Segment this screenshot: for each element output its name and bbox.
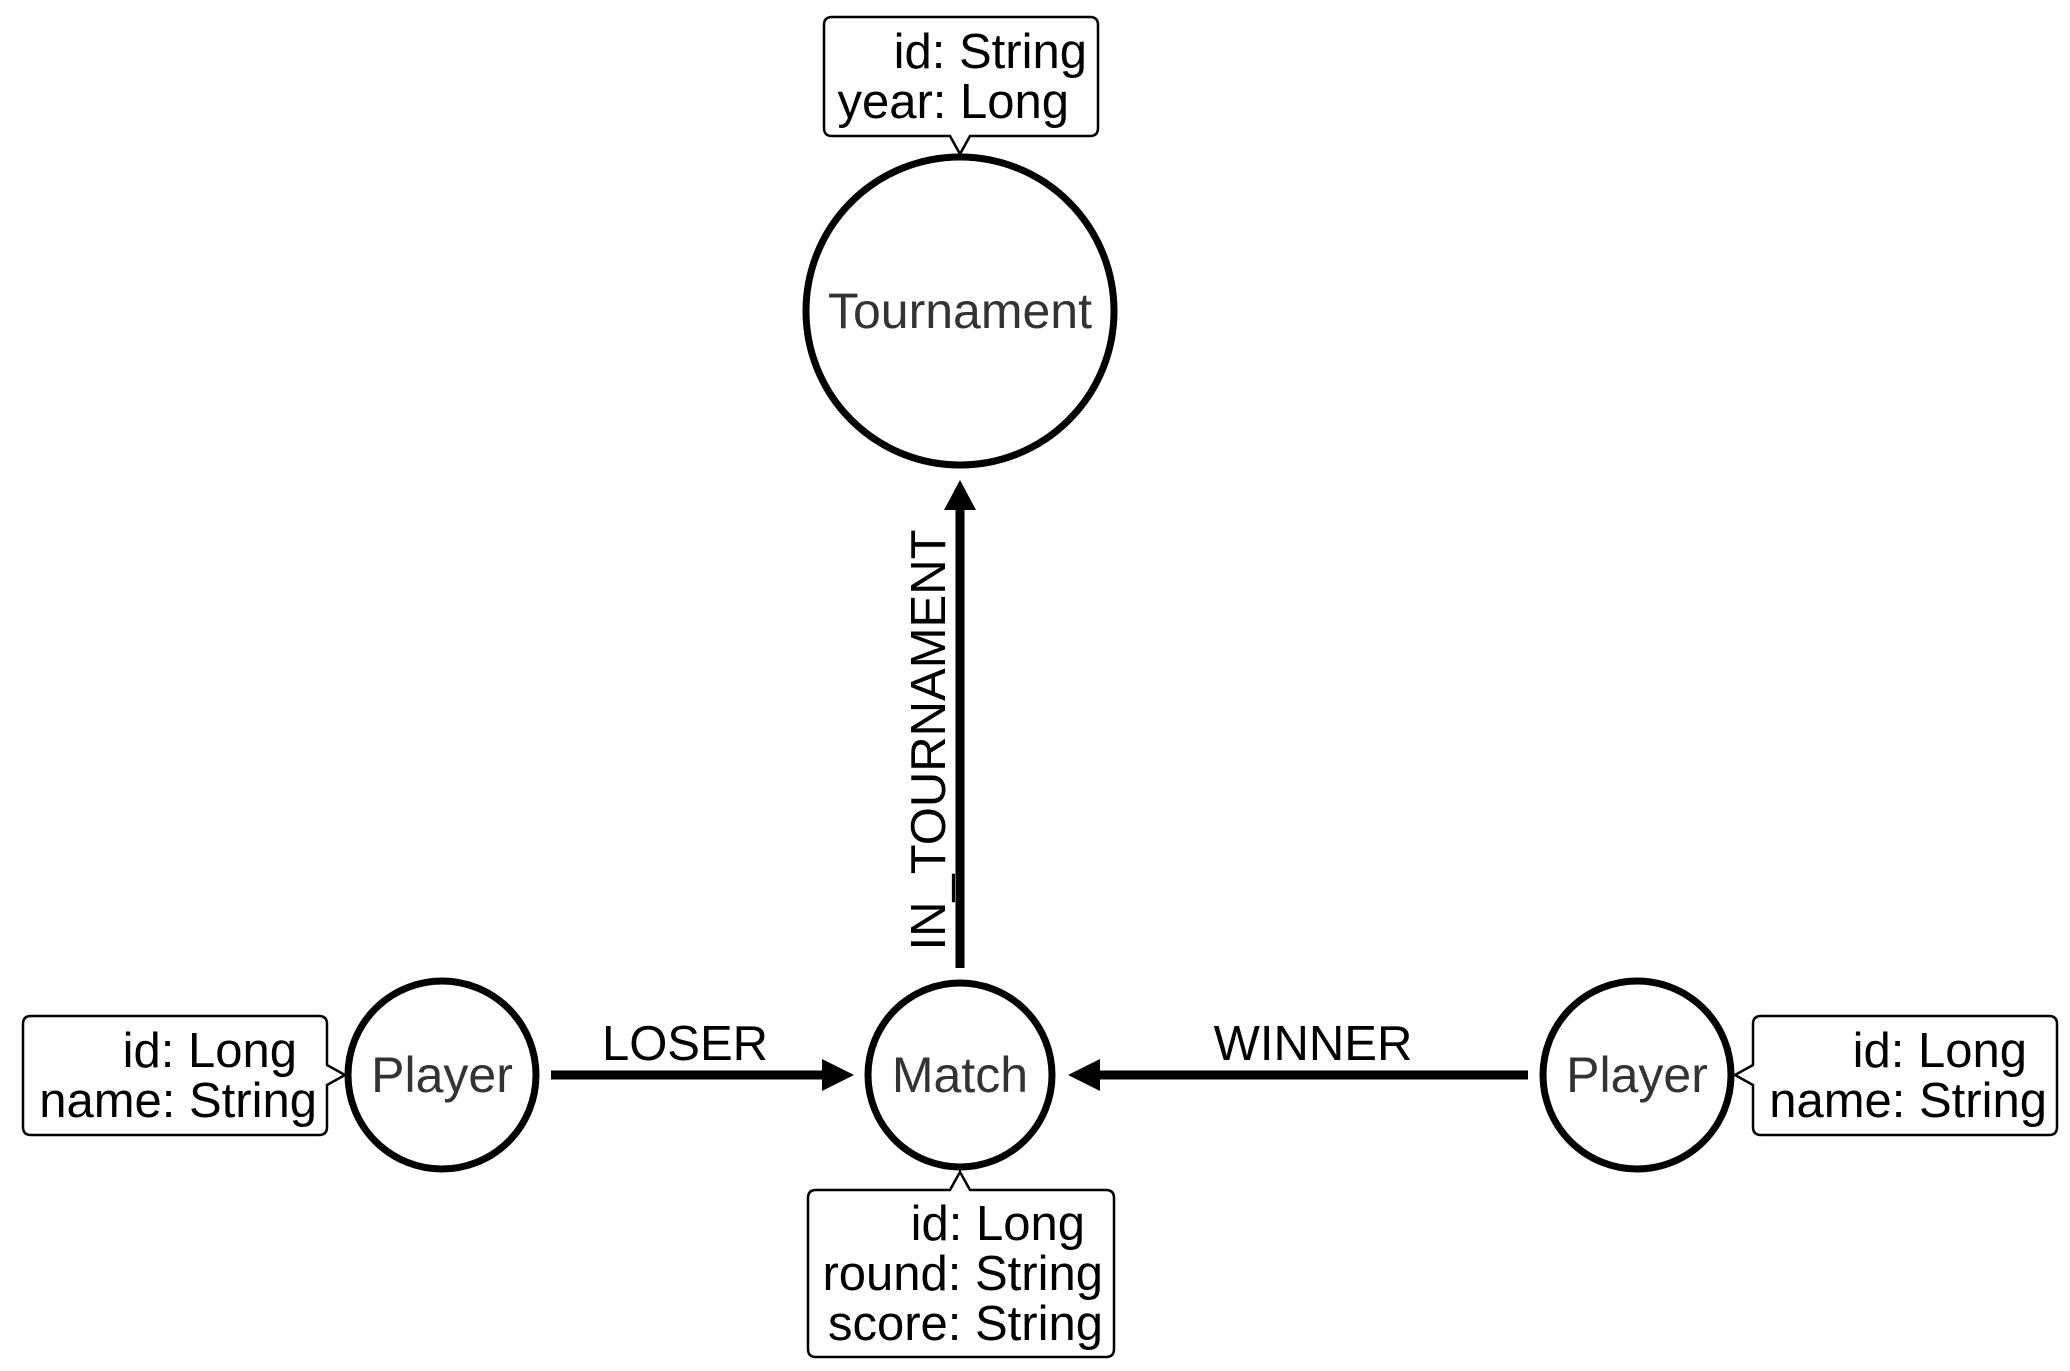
- match-properties-box: [806, 1169, 1116, 1359]
- edge-winner-label: WINNER: [1214, 1017, 1413, 1071]
- player-right-property-name: name: String: [1769, 1074, 2047, 1128]
- node-match[interactable]: Match: [864, 979, 1056, 1171]
- node-player-left[interactable]: Player: [344, 977, 540, 1173]
- player-left-properties-callout: id: Long name: String: [21, 1014, 348, 1137]
- match-property-round: round: String: [822, 1247, 1103, 1301]
- tournament-properties-box: [822, 15, 1100, 157]
- node-player-right[interactable]: Player: [1539, 977, 1735, 1173]
- tournament-property-id: id: String: [894, 25, 1087, 79]
- player-left-properties-box: [21, 1014, 348, 1137]
- edge-loser[interactable]: LOSER: [551, 1017, 854, 1091]
- node-player-right-circle: [1539, 977, 1735, 1173]
- player-left-property-id: id: Long: [123, 1024, 297, 1078]
- match-properties-callout: id: Long round: String score: String: [806, 1169, 1116, 1359]
- edge-in-tournament[interactable]: IN_TOURNAMENT: [902, 480, 976, 968]
- edge-loser-arrowhead: [822, 1059, 854, 1091]
- edge-loser-label: LOSER: [602, 1017, 768, 1071]
- player-left-property-name: name: String: [39, 1074, 317, 1128]
- node-tournament[interactable]: Tournament: [802, 153, 1118, 469]
- node-tournament-label: Tournament: [828, 283, 1092, 339]
- player-right-property-id: id: Long: [1853, 1024, 2027, 1078]
- edge-winner[interactable]: WINNER: [1068, 1017, 1528, 1091]
- match-property-id: id: Long: [911, 1197, 1085, 1251]
- tournament-properties-callout: id: String year: Long: [822, 15, 1100, 157]
- node-player-left-circle: [344, 977, 540, 1173]
- node-match-label: Match: [892, 1047, 1028, 1103]
- player-right-properties-callout: id: Long name: String: [1732, 1014, 2059, 1137]
- node-tournament-circle: [802, 153, 1118, 469]
- tournament-property-year: year: Long: [837, 75, 1069, 129]
- node-player-right-label: Player: [1566, 1047, 1708, 1103]
- node-match-circle: [864, 979, 1056, 1171]
- match-property-score: score: String: [828, 1297, 1103, 1351]
- node-player-left-label: Player: [371, 1047, 513, 1103]
- player-right-properties-box: [1732, 1014, 2059, 1137]
- edge-winner-arrowhead: [1068, 1059, 1100, 1091]
- edge-in-tournament-label: IN_TOURNAMENT: [902, 529, 956, 950]
- edge-in-tournament-arrowhead: [944, 480, 976, 510]
